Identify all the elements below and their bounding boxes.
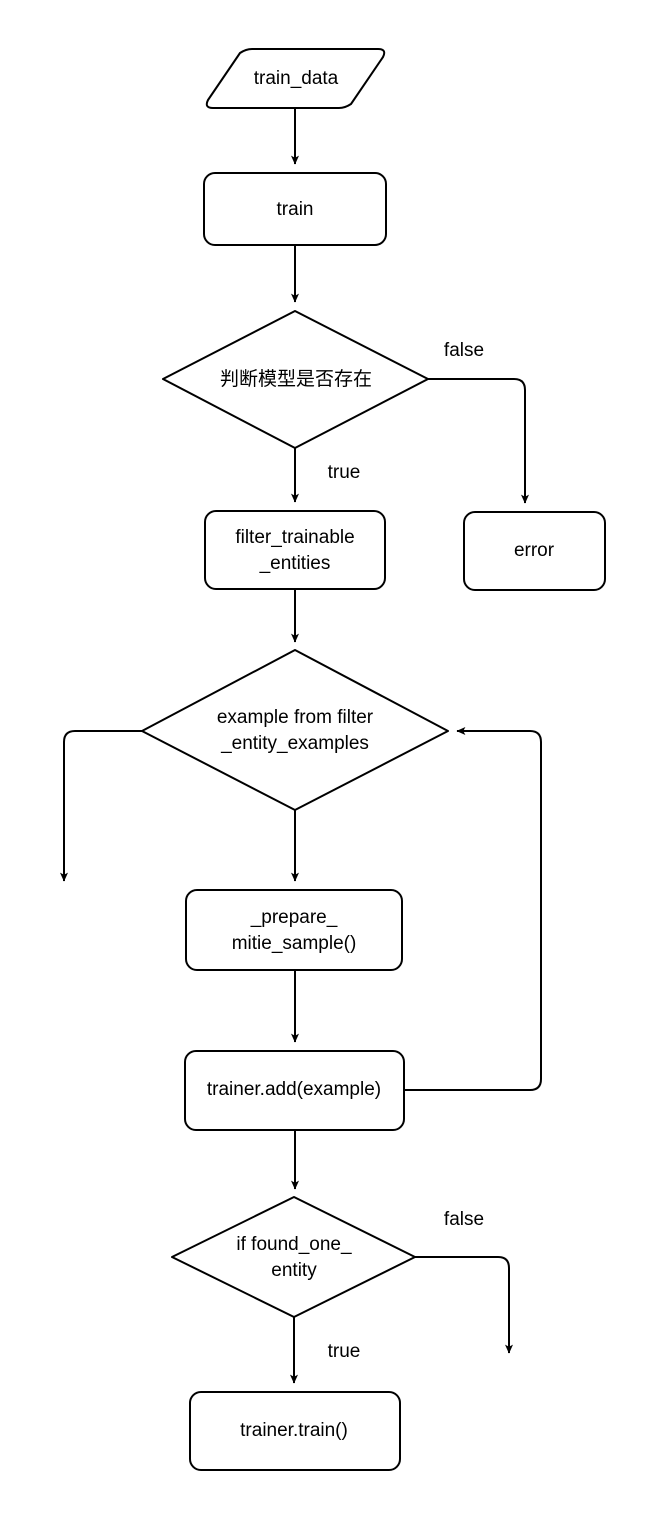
found-one-entity-shape <box>171 1196 416 1318</box>
node-trainer-add[interactable]: trainer.add(example) <box>184 1050 405 1131</box>
node-trainer-train[interactable]: trainer.train() <box>189 1391 401 1471</box>
trainer-add-shape <box>184 1050 405 1131</box>
error-shape <box>463 511 606 591</box>
prepare-mitie-sample-label-line1: _prepare_ <box>250 907 338 928</box>
trainer-add-label: trainer.add(example) <box>207 1079 381 1100</box>
node-found-one-entity[interactable]: if found_one_ entity <box>171 1196 416 1318</box>
edge-model-exists-false <box>428 378 529 504</box>
prepare-mitie-sample-label-line2: mitie_sample() <box>232 933 357 954</box>
node-example-loop[interactable]: example from filter _entity_examples <box>141 649 449 811</box>
filter-trainable-entities-shape <box>204 510 386 590</box>
edge-example-loop-exit-left <box>60 730 142 882</box>
edge-label-found-one-entity-false: false <box>444 1209 484 1230</box>
node-train[interactable]: train <box>203 172 387 246</box>
edge-found-one-entity-false <box>415 1256 513 1354</box>
node-filter-trainable-entities[interactable]: filter_trainable _entities <box>204 510 386 590</box>
example-loop-label-line2: _entity_examples <box>220 733 369 754</box>
model-exists-label: 判断模型是否存在 <box>220 368 372 390</box>
node-train-data[interactable]: train_data <box>205 48 386 109</box>
edge-label-model-exists-true: true <box>328 462 361 483</box>
node-model-exists[interactable]: 判断模型是否存在 <box>162 310 429 449</box>
model-exists-shape <box>162 310 429 449</box>
edge-label-found-one-entity-true: true <box>328 1341 361 1362</box>
filter-trainable-entities-label-line2: _entities <box>259 553 331 574</box>
train-data-shape <box>205 48 386 109</box>
edge-label-model-exists-false: false <box>444 340 484 361</box>
trainer-train-shape <box>189 1391 401 1471</box>
example-loop-shape <box>141 649 449 811</box>
found-one-entity-label-line2: entity <box>271 1260 317 1281</box>
node-error[interactable]: error <box>463 511 606 591</box>
trainer-train-label: trainer.train() <box>240 1420 348 1441</box>
train-label: train <box>277 199 314 220</box>
filter-trainable-entities-label-line1: filter_trainable <box>235 527 354 548</box>
prepare-mitie-sample-shape <box>185 889 403 971</box>
train-shape <box>203 172 387 246</box>
edge-trainer-add-loopback <box>404 727 542 1091</box>
example-loop-label-line1: example from filter <box>217 707 374 728</box>
found-one-entity-label-line1: if found_one_ <box>236 1234 352 1255</box>
train-data-label: train_data <box>254 68 339 89</box>
node-prepare-mitie-sample[interactable]: _prepare_ mitie_sample() <box>185 889 403 971</box>
error-label: error <box>514 540 555 561</box>
